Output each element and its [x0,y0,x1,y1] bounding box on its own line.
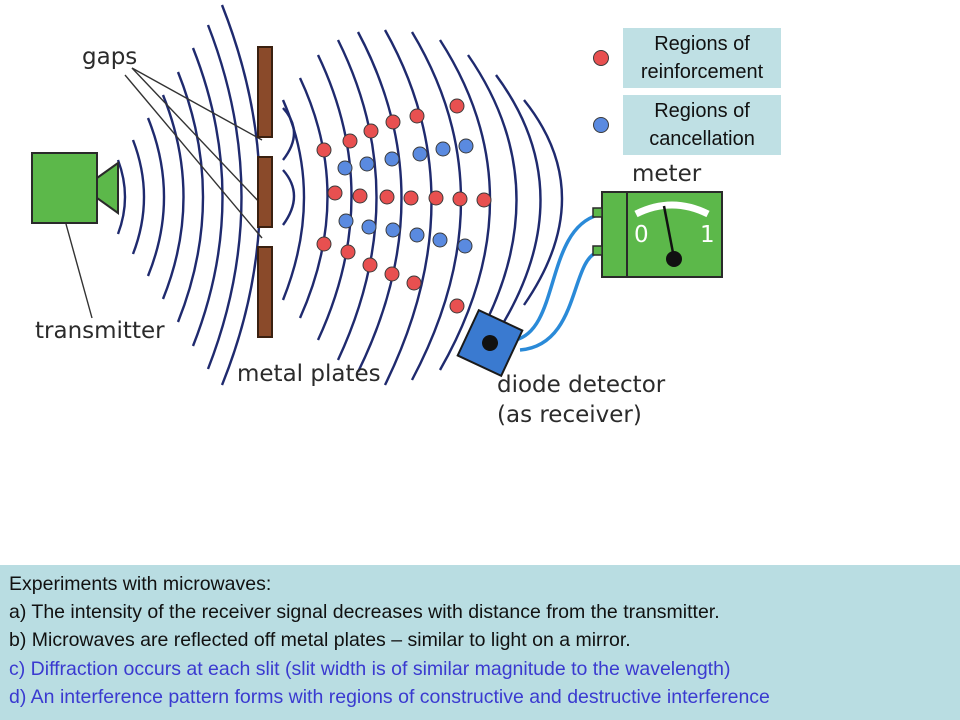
transmitter-pointer-line [65,223,93,319]
red-dot [384,266,400,282]
cancellation-legend: Regions of cancellation [623,95,781,155]
notes-heading: Experiments with microwaves: [9,573,272,595]
red-dot [385,114,401,130]
red-dot [409,108,425,124]
note-c: c) Diffraction occurs at each slit (slit… [9,658,731,680]
interference-dots [316,98,492,314]
note-d: d) An interference pattern forms with re… [9,686,770,708]
blue-dot [359,156,375,172]
reinforcement-legend: Regions of reinforcement [623,28,781,88]
reinforcement-legend-line1: Regions of [654,33,750,55]
reinforcement-legend-dot [593,50,609,66]
red-dot [379,189,395,205]
red-dot [452,191,468,207]
blue-dot [338,213,354,229]
meter-scale [634,201,710,218]
blue-dot [385,222,401,238]
blue-dot [458,138,474,154]
detector-cables [514,213,599,352]
blue-dot [457,238,473,254]
reinforcement-dots [316,98,492,314]
transmitter-waves [116,4,262,386]
red-dot [340,244,356,260]
blue-dot [337,160,353,176]
red-dot [316,236,332,252]
red-dot [449,298,465,314]
blue-dot [361,219,377,235]
meter-scale-one: 1 [700,222,715,248]
cancellation-legend-dot [593,117,609,133]
meter-scale-zero: 0 [634,222,649,248]
red-dot [342,133,358,149]
red-dot [352,188,368,204]
meter-label: meter [632,161,702,187]
cancellation-legend-line2: cancellation [649,128,755,150]
blue-dot [412,146,428,162]
red-dot [316,142,332,158]
red-dot [363,123,379,139]
microwave-diagram [31,4,723,386]
cancellation-dots [337,138,474,254]
transmitter-label: transmitter [35,318,165,344]
gaps-label: gaps [82,44,138,70]
blue-dot [432,232,448,248]
transmitter [31,152,119,224]
diode-detector-label: diode detector [497,372,666,398]
notes-panel: Experiments with microwaves: a) The inte… [0,565,960,720]
diode-detector [456,308,524,378]
meter-pivot [666,251,682,267]
gaps-pointer-lines [124,67,263,239]
red-dot [476,192,492,208]
reinforcement-legend-line2: reinforcement [640,61,764,83]
meter [592,191,723,278]
metal-plates [257,46,273,338]
red-dot [362,257,378,273]
note-b: b) Microwaves are reflected off metal pl… [9,629,631,651]
red-dot [449,98,465,114]
meter-needle [662,205,676,259]
red-dot [406,275,422,291]
blue-dot [409,227,425,243]
cancellation-legend-line1: Regions of [654,100,750,122]
blue-dot [384,151,400,167]
red-dot [403,190,419,206]
receiver-label: (as receiver) [497,402,642,428]
metal-plates-label: metal plates [237,361,381,387]
red-dot [428,190,444,206]
blue-dot [435,141,451,157]
red-dot [327,185,343,201]
note-a: a) The intensity of the receiver signal … [9,601,720,623]
